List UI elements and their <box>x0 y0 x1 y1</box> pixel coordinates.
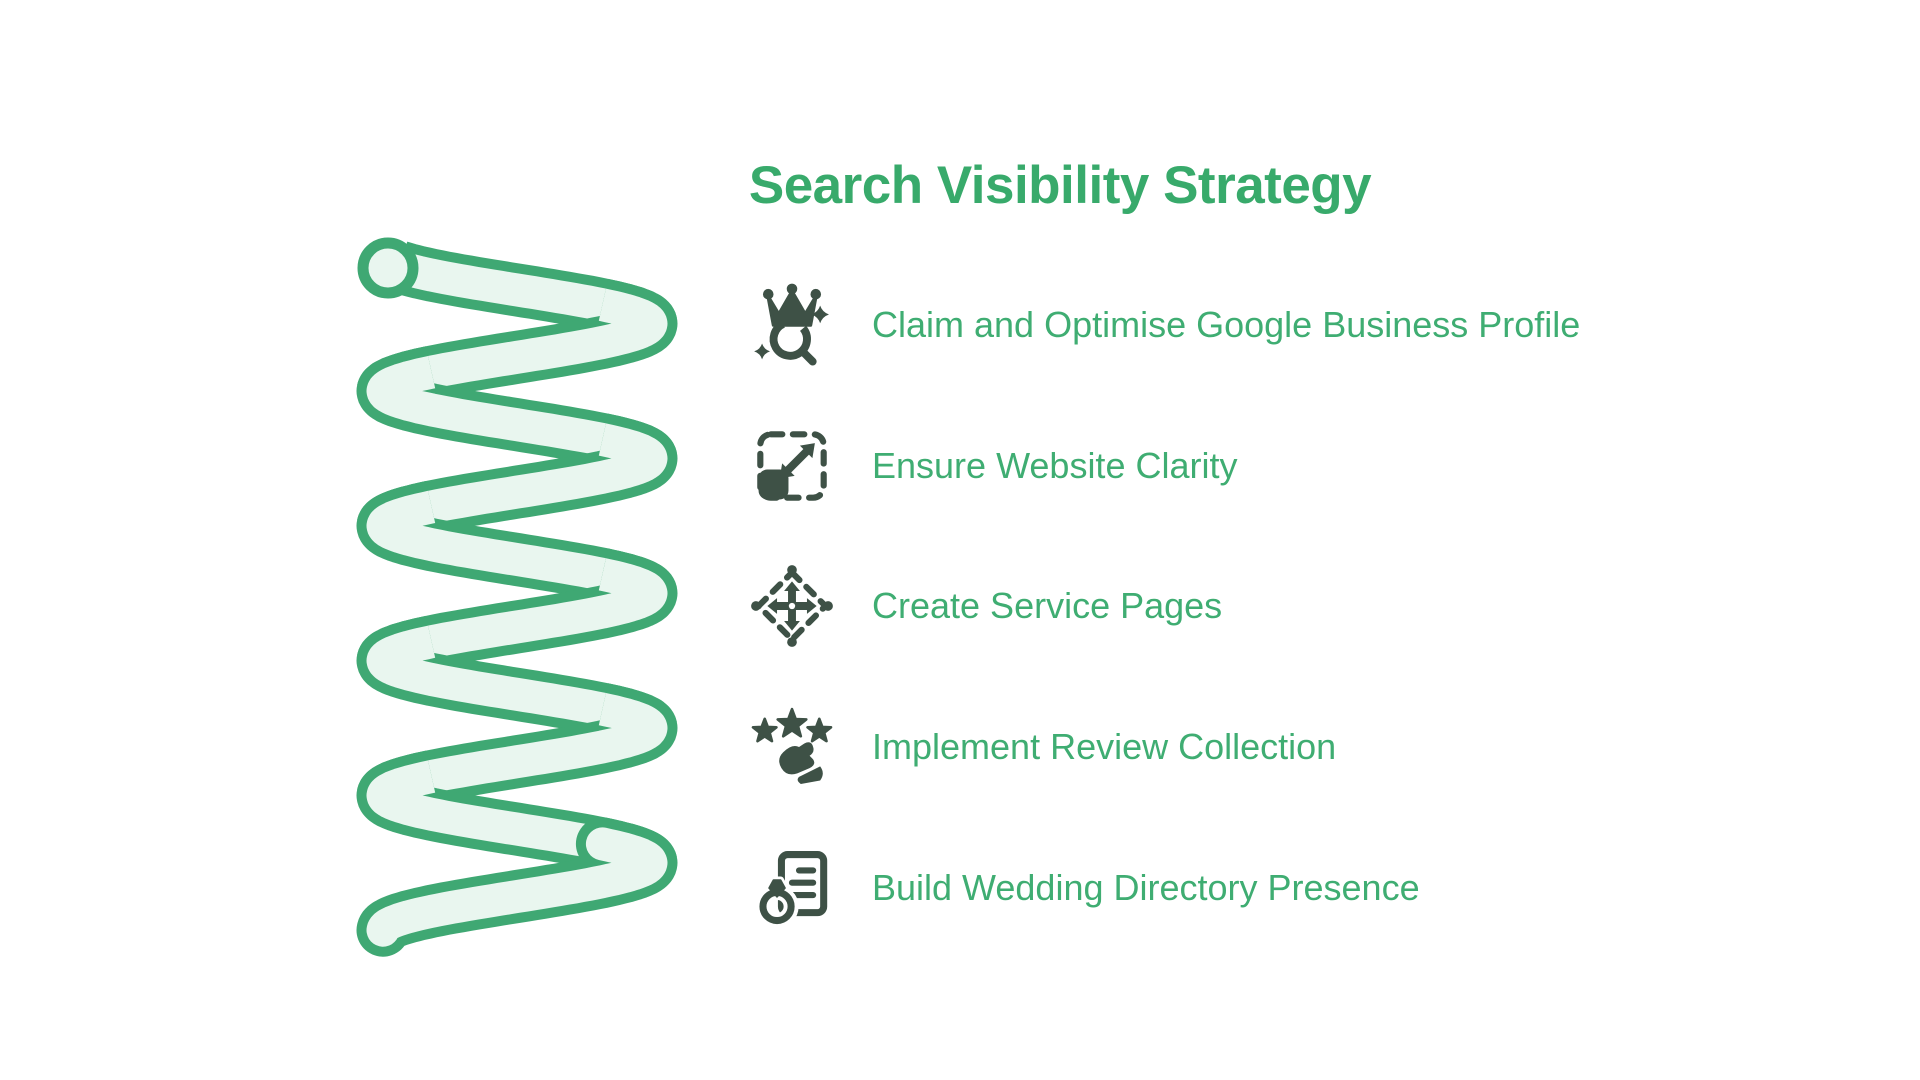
list-item: Implement Review Collection <box>748 697 1580 797</box>
list-item-label: Create Service Pages <box>872 585 1223 627</box>
scale-resize-icon <box>748 422 836 510</box>
list-item: Ensure Website Clarity <box>748 416 1580 516</box>
list-item: Claim and Optimise Google Business Profi… <box>748 275 1580 375</box>
list-item: Create Service Pages <box>748 556 1580 656</box>
strategy-list: Claim and Optimise Google Business Profi… <box>748 275 1580 938</box>
list-item-label: Build Wedding Directory Presence <box>872 866 1420 908</box>
list-item-label: Implement Review Collection <box>872 726 1337 768</box>
ring-document-icon <box>748 844 836 932</box>
list-item-label: Ensure Website Clarity <box>872 444 1238 486</box>
review-stars-icon <box>748 703 836 791</box>
list-item: Build Wedding Directory Presence <box>748 838 1580 938</box>
list-item-label: Claim and Optimise Google Business Profi… <box>872 304 1581 345</box>
page-title: Search Visibility Strategy <box>748 155 1372 215</box>
move-diamond-icon <box>748 562 836 650</box>
crown-search-icon <box>748 281 836 369</box>
